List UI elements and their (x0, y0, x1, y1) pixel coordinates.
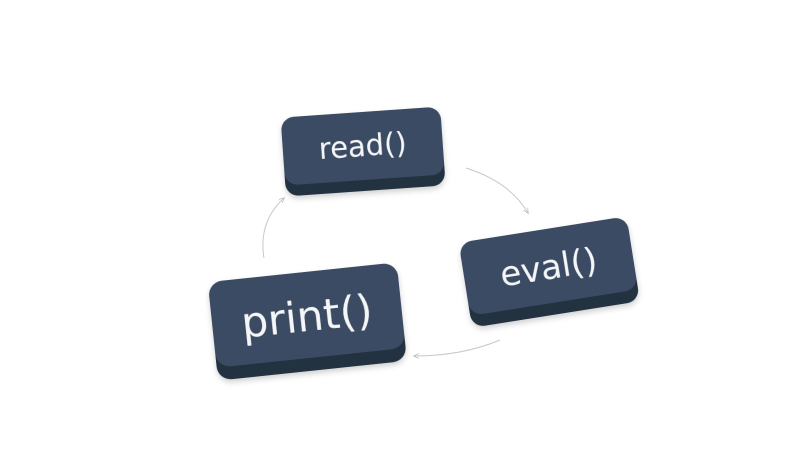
cycle-arrows (262, 167, 528, 356)
arrow-read-to-eval (465, 167, 528, 213)
arrow-print-to-read (262, 198, 284, 259)
node-eval: eval() (460, 218, 639, 326)
node-print-top (209, 263, 405, 367)
node-eval-top (460, 218, 637, 315)
node-print: print() (209, 263, 406, 380)
node-read-label: read() (318, 126, 408, 166)
node-read: read() (281, 107, 445, 196)
arrow-eval-to-print (414, 339, 501, 356)
node-read-top (281, 107, 445, 185)
